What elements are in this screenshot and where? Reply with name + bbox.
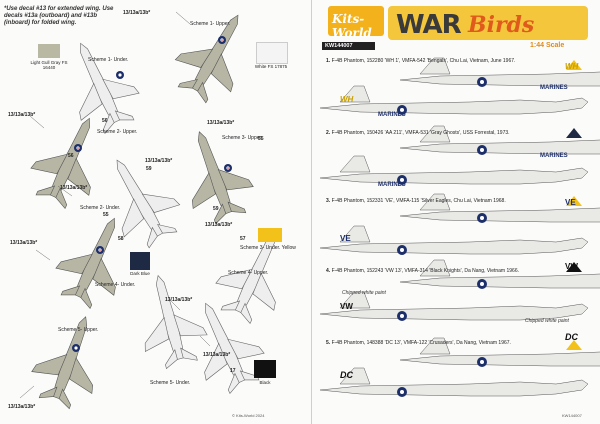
- scheme5-upper-label: Scheme 5- Upper.: [58, 327, 99, 333]
- scheme1-under-label: Scheme 1- Under.: [88, 57, 129, 63]
- marines-4: MARINES: [378, 182, 406, 188]
- code-vw-1: VW: [565, 262, 578, 271]
- scheme4-upper-label: Scheme 4- Upper.: [228, 270, 269, 276]
- footer-copyright: © Kits-World 2024: [232, 413, 265, 418]
- decal-ref: 17: [230, 368, 236, 374]
- decal-ref: 59: [146, 166, 152, 172]
- swatch-dark-blue: [130, 252, 150, 270]
- scheme2-upper-label: Scheme 2- Upper.: [97, 129, 138, 135]
- decal-ref: 55: [103, 212, 109, 218]
- swatch-yellow: [258, 228, 282, 242]
- decal-ref: 56: [102, 118, 108, 124]
- decal-ref: 59: [213, 206, 219, 212]
- caption-3: 3. F-4B Phantom, 152331 'VE', VMFA-115 '…: [326, 198, 506, 204]
- code-wh-1: WH: [565, 62, 579, 71]
- scheme1-under-plan: [51, 29, 149, 141]
- scheme2-under-label: Scheme 2- Under.: [80, 205, 121, 211]
- decal-ref: 13/13a/13b*: [8, 112, 36, 118]
- scheme3-upper-label: Scheme 3- Upper.: [222, 135, 263, 141]
- swatch-dark-blue-label: Dark Blue: [130, 271, 150, 276]
- decal-ref: 13/13a/13b*: [145, 158, 173, 164]
- profile-4-bottom: [319, 291, 589, 321]
- scheme1-upper-label: Scheme 1- Upper.: [190, 21, 231, 27]
- scheme3-under-label: Scheme 3- Under. Yellow: [240, 245, 296, 251]
- decal-note: *Use decal #13 for extended wing. Use de…: [4, 6, 114, 26]
- code-ve-2: VE: [340, 234, 351, 243]
- swatch-light-gull-gray: [38, 44, 60, 58]
- decal-ref: 13/13a/13b*: [205, 222, 233, 228]
- tail-accents: [566, 60, 582, 350]
- caption-2: 2. F-4B Phantom, 150426 'AA 211', VMFA-5…: [326, 130, 510, 136]
- aircraft-drawings: [19, 0, 304, 415]
- decal-ref: 13/13a/13b*: [207, 120, 235, 126]
- scheme5-upper-plan: [23, 305, 117, 415]
- scheme5-under-plan: [126, 266, 214, 374]
- product-code: KW144007: [322, 42, 375, 50]
- chipped-note-2: Chipped white paint: [525, 318, 569, 324]
- code-wh-2: WH: [340, 95, 354, 104]
- caption-4: 4. F-4B Phantom, 152243 'VW 13', VMFA-31…: [326, 268, 519, 274]
- profile-5-bottom: [319, 367, 589, 397]
- code-dc-2: DC: [340, 370, 353, 380]
- decal-ref: 58: [118, 236, 124, 242]
- marines-2: MARINES: [378, 112, 406, 118]
- swatch-light-gull-gray-label: Light Gull Gray FS 16440: [30, 60, 68, 70]
- swatch-white-label: White FS 17875: [254, 64, 288, 69]
- code-vw-2: VW: [340, 302, 353, 311]
- swatch-white: [256, 42, 288, 64]
- chipped-note-1: Chipped white paint: [342, 290, 386, 296]
- scheme4-under-label: Scheme 4- Under.: [95, 282, 136, 288]
- left-panel: *Use decal #13 for extended wing. Use de…: [4, 0, 304, 418]
- scheme1-upper-plan: [163, 0, 267, 112]
- decal-ref: 13/13a/13b*: [123, 10, 151, 16]
- decal-ref: 57: [240, 236, 246, 242]
- code-ve-1: VE: [565, 198, 576, 207]
- marines-3: MARINES: [540, 153, 568, 159]
- scheme5-under-label: Scheme 5- Under.: [150, 380, 191, 386]
- decal-ref: 13/13a/13b*: [203, 352, 231, 358]
- decal-ref: 56: [68, 153, 74, 159]
- caption-5: 5. F-4B Phantom, 148388 'DC 13', VMFA-12…: [326, 340, 511, 346]
- leader-lines: [19, 11, 211, 399]
- decal-ref: 55: [258, 136, 264, 142]
- footer-code: KW144007: [562, 413, 582, 418]
- swatch-black-label: Black: [259, 380, 271, 385]
- caption-1: 1. F-4B Phantom, 152280 'WH 1', VMFA-542…: [326, 58, 516, 64]
- marines-1: MARINES: [540, 85, 568, 91]
- decal-ref: 13/13a/13b*: [60, 185, 88, 191]
- profile-drawings: [319, 57, 600, 397]
- panel-divider: [311, 0, 312, 424]
- profile-3-bottom: [319, 225, 589, 255]
- decal-ref: 13/13a/13b*: [8, 404, 36, 410]
- scale-label: 1:44 Scale: [530, 42, 565, 49]
- decal-ref: 13/13a/13b*: [10, 240, 38, 246]
- swatch-black: [254, 360, 276, 378]
- kitsworld-logo: Kits-World: [328, 6, 384, 40]
- code-dc-1: DC: [565, 332, 578, 342]
- decal-ref: 13/13a/13b*: [165, 297, 193, 303]
- profile-2-bottom: [319, 155, 589, 185]
